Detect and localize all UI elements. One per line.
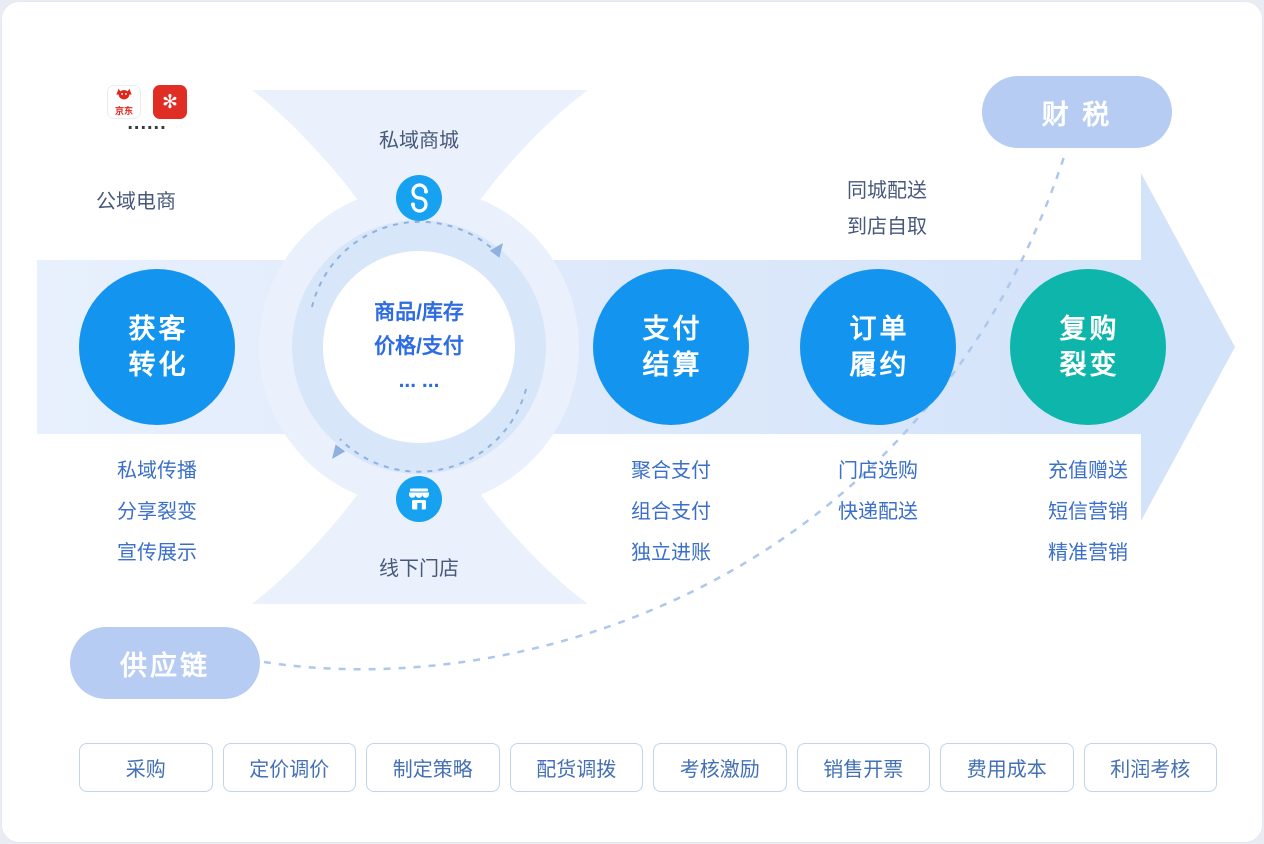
offline-store-shop-icon xyxy=(396,476,442,522)
delivery-line-1: 同城配送 xyxy=(847,180,927,202)
node-label-line: 获客 xyxy=(128,314,189,344)
flow-node-payment: 支付 结算 xyxy=(593,269,749,425)
flow-node-order: 订单 履约 xyxy=(800,269,956,425)
node-label-line: 裂变 xyxy=(1059,350,1120,380)
node-label-line: 履约 xyxy=(849,350,910,380)
hub-line-3: ... ... xyxy=(398,369,440,392)
chip-procurement[interactable]: 采购 xyxy=(79,743,213,792)
flow-arrow-head xyxy=(1141,173,1235,521)
list-item: 聚合支付 xyxy=(631,460,711,482)
hub-line-1: 商品/库存 xyxy=(374,301,464,324)
list-item: 短信营销 xyxy=(1048,501,1128,523)
chip-cost[interactable]: 费用成本 xyxy=(940,743,1074,792)
node-label-line: 订单 xyxy=(849,314,910,344)
hub-center-text: 商品/库存 价格/支付 ... ... xyxy=(319,296,519,398)
more-platforms-ellipsis: ...... xyxy=(127,112,167,134)
chip-allocation[interactable]: 配货调拨 xyxy=(509,743,643,792)
node-label-line: 结算 xyxy=(642,350,703,380)
hub-top-wedge xyxy=(252,90,588,256)
flow-node-repurchase: 复购 裂变 xyxy=(1010,269,1166,425)
pinduoduo-app-icon: ✻ xyxy=(153,85,187,119)
hub-center-circle xyxy=(323,251,515,443)
supply-to-finance-curve xyxy=(263,156,1066,671)
pinduoduo-glyph-icon: ✻ xyxy=(162,91,178,113)
order-sub-list: 门店选购 快递配送 xyxy=(796,451,960,533)
private-mall-swirl-icon xyxy=(396,175,442,221)
hub-line-2: 价格/支付 xyxy=(374,335,464,358)
repurchase-sub-list: 充值赠送 短信营销 精准营销 xyxy=(1006,451,1170,574)
chip-strategy[interactable]: 制定策略 xyxy=(366,743,500,792)
list-item: 组合支付 xyxy=(631,501,711,523)
jd-app-icon: 京东 xyxy=(107,85,141,119)
rotation-arrow-top-icon xyxy=(489,243,503,258)
rotation-arrow-bottom-icon xyxy=(332,444,346,459)
supply-task-row: 采购 定价调价 制定策略 配货调拨 考核激励 销售开票 费用成本 利润考核 xyxy=(79,743,1217,792)
delivery-line-2: 到店自取 xyxy=(847,216,927,238)
chip-incentive[interactable]: 考核激励 xyxy=(653,743,787,792)
private-mall-label: 私域商城 xyxy=(379,130,459,152)
list-item: 私域传播 xyxy=(117,460,197,482)
node-label-line: 转化 xyxy=(128,350,189,380)
supply-chain-pill: 供应链 xyxy=(70,627,260,699)
payment-sub-list: 聚合支付 组合支付 独立进账 xyxy=(589,451,753,574)
list-item: 充值赠送 xyxy=(1048,460,1128,482)
list-item: 精准营销 xyxy=(1048,542,1128,564)
node-label-line: 复购 xyxy=(1059,314,1120,344)
delivery-options: 同城配送 到店自取 xyxy=(847,173,927,245)
platform-app-icons: 京东 ✻ xyxy=(107,85,187,119)
rotation-arc-top xyxy=(311,220,497,308)
list-item: 分享裂变 xyxy=(117,501,197,523)
list-item: 宣传展示 xyxy=(117,542,197,564)
list-item: 独立进账 xyxy=(631,542,711,564)
node-label-line: 支付 xyxy=(642,314,703,344)
chip-invoicing[interactable]: 销售开票 xyxy=(796,743,930,792)
acquisition-sub-list: 私域传播 分享裂变 宣传展示 xyxy=(75,451,239,574)
rotation-arc-bottom xyxy=(339,388,527,473)
chip-profit[interactable]: 利润考核 xyxy=(1083,743,1217,792)
jd-app-label: 京东 xyxy=(114,106,133,116)
offline-store-label: 线下门店 xyxy=(379,558,459,580)
list-item: 门店选购 xyxy=(838,460,918,482)
chip-pricing[interactable]: 定价调价 xyxy=(222,743,356,792)
flow-node-acquisition: 获客 转化 xyxy=(79,269,235,425)
list-item: 快递配送 xyxy=(838,501,918,523)
public-ecommerce-label: 公域电商 xyxy=(96,191,176,213)
finance-tax-pill: 财 税 xyxy=(982,76,1172,148)
